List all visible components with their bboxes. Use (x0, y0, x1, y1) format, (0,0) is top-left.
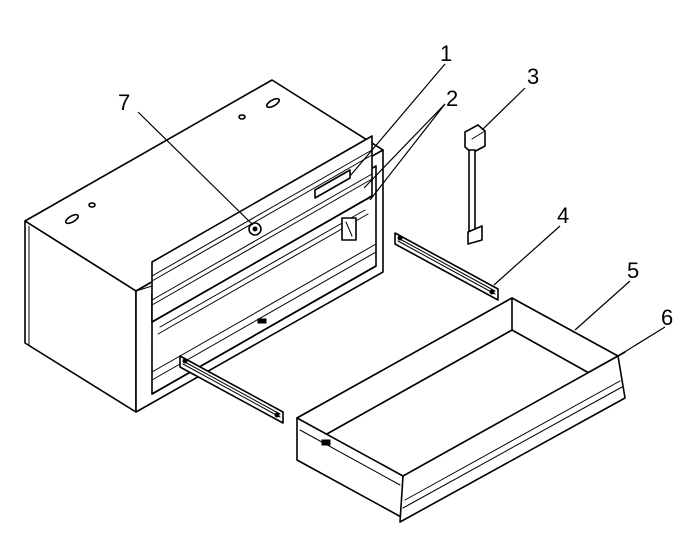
callout-2: 2 (446, 86, 458, 111)
right-drawer-slide (394, 232, 499, 301)
lock-bar (464, 124, 486, 245)
callout-7: 7 (118, 90, 130, 115)
callout-6: 6 (661, 305, 673, 330)
drawer-front-face (399, 355, 626, 523)
drawer (296, 297, 626, 523)
callout-5: 5 (627, 258, 639, 283)
tool-cabinet (24, 79, 384, 413)
callout-3: 3 (527, 64, 539, 89)
leader-lines (137, 63, 666, 357)
left-drawer-slide (179, 355, 284, 424)
callout-4: 4 (557, 203, 569, 228)
callout-1: 1 (440, 41, 452, 66)
